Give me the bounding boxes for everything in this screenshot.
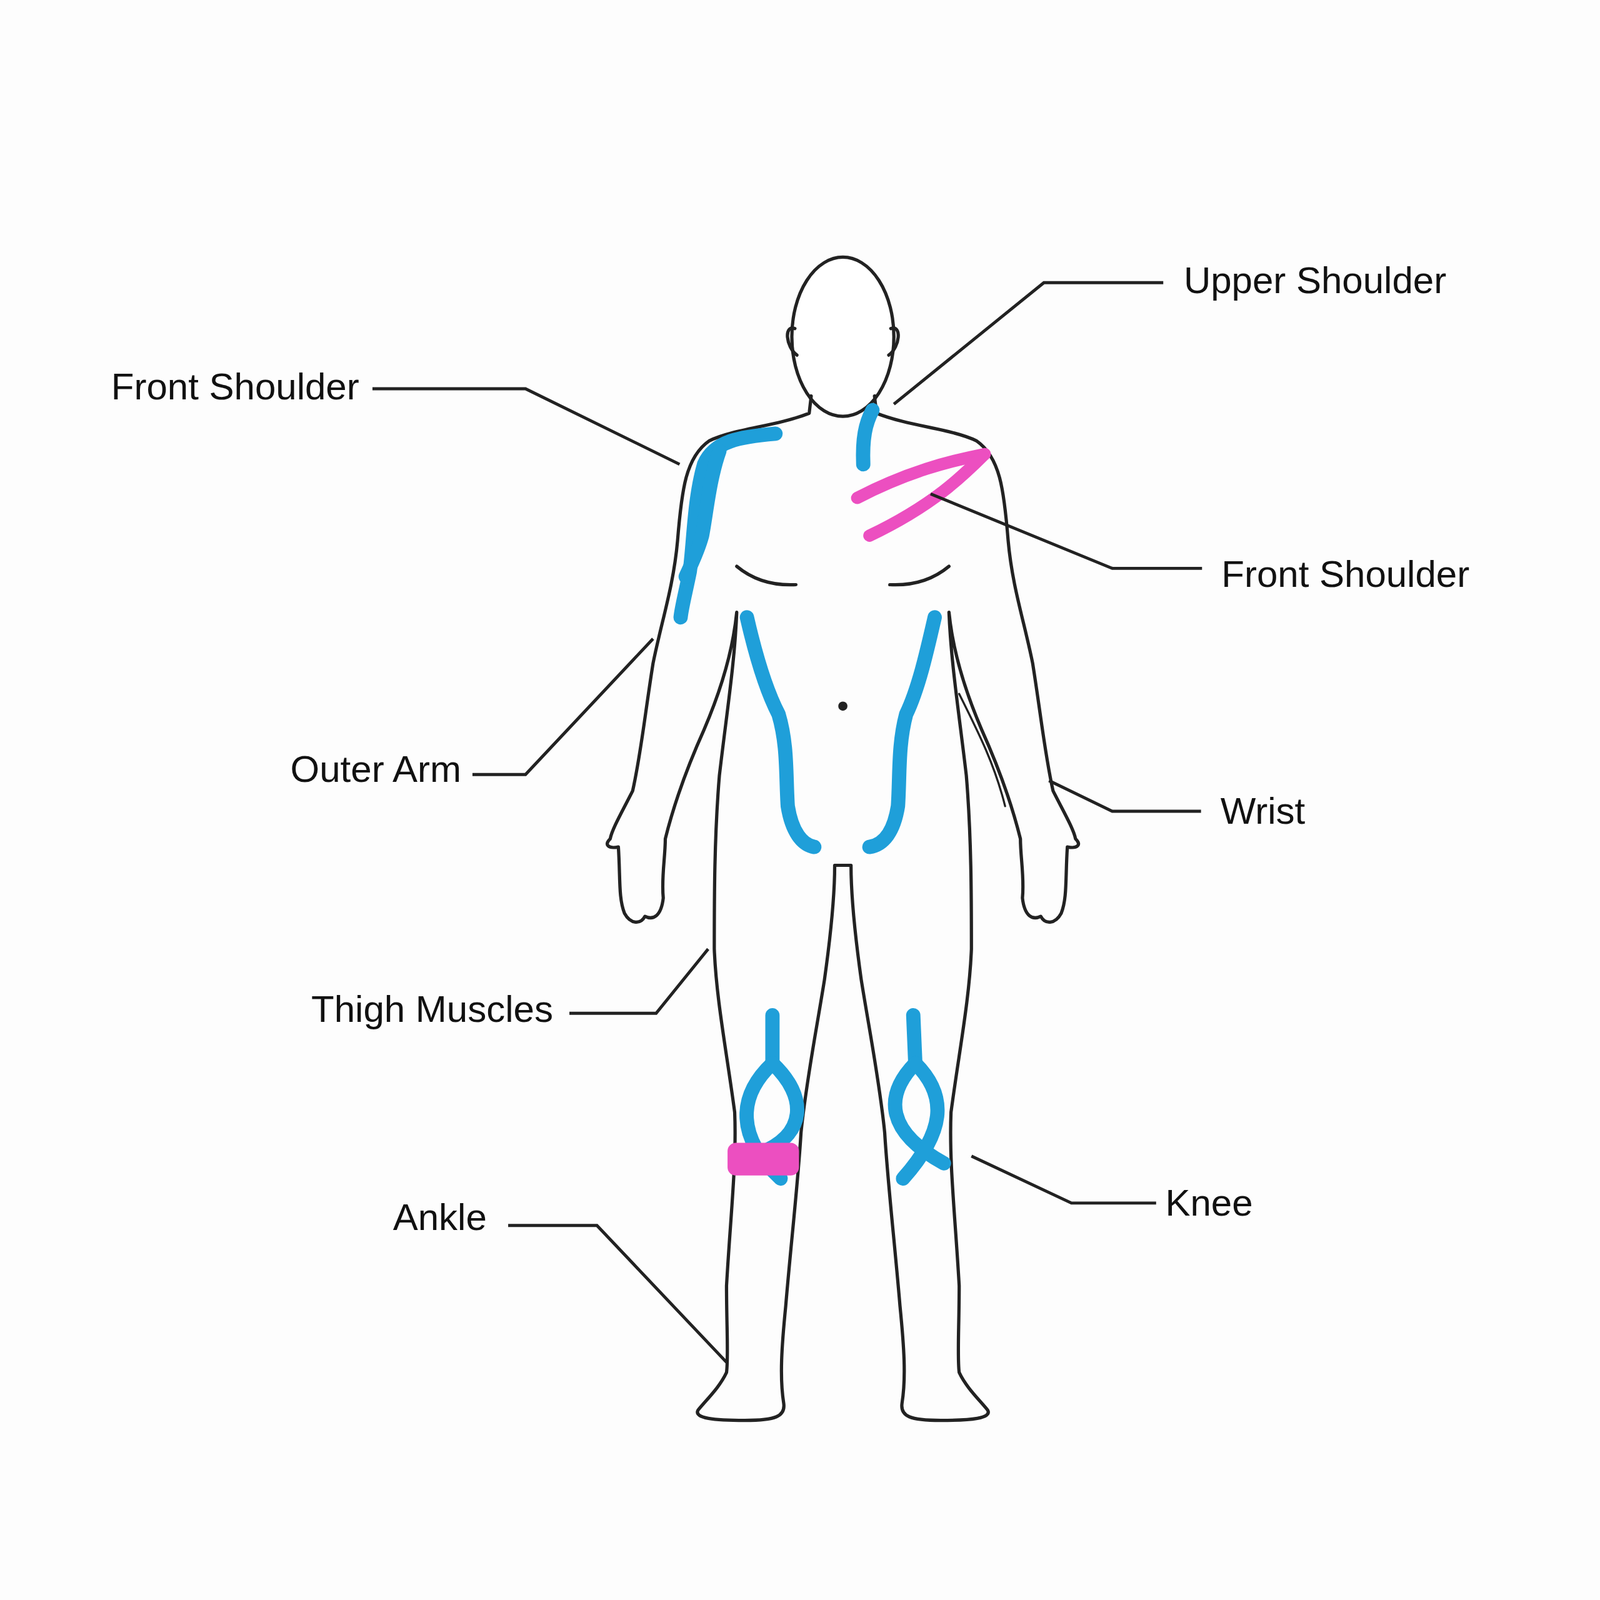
leader-line	[472, 638, 654, 775]
ear	[888, 328, 899, 355]
kinesio-tape	[913, 1015, 915, 1064]
kinesio-tape	[869, 454, 985, 537]
callout-label: Knee	[1165, 1180, 1253, 1226]
callout-label: Wrist	[1220, 788, 1306, 834]
kinesio-tape	[685, 451, 720, 577]
leader-line	[1048, 780, 1201, 812]
kinesio-tape	[680, 433, 776, 618]
body-outline	[607, 395, 844, 1420]
callout-label: Front Shoulder	[1221, 551, 1470, 597]
arm-line	[959, 693, 1005, 807]
leader-line	[930, 493, 1202, 569]
callout-label: Outer Arm	[290, 746, 462, 792]
callout-label: Upper Shoulder	[1183, 258, 1447, 304]
callout-label: Ankle	[393, 1195, 487, 1240]
head-outline	[791, 256, 894, 417]
kinesio-tape	[765, 1015, 780, 1064]
kinesio-tape	[727, 1143, 799, 1176]
leader-line	[508, 1225, 727, 1363]
ear	[787, 328, 797, 355]
leader-line	[372, 388, 680, 465]
body-half	[843, 395, 1079, 1420]
chest-line	[736, 566, 797, 585]
kinesio-tape	[903, 1063, 938, 1179]
navel	[838, 701, 848, 711]
body-half	[607, 395, 844, 1420]
kinesio-tape	[869, 617, 935, 847]
kinesio-tape	[760, 1063, 797, 1154]
kinesio-tape	[746, 617, 815, 847]
callout-label: Thigh Muscles	[311, 986, 554, 1032]
callout-label: Front Shoulder	[111, 364, 360, 410]
leader-line	[893, 282, 1164, 404]
leader-line	[971, 1156, 1157, 1204]
kinesio-tape	[863, 410, 873, 465]
leader-line	[569, 948, 709, 1014]
